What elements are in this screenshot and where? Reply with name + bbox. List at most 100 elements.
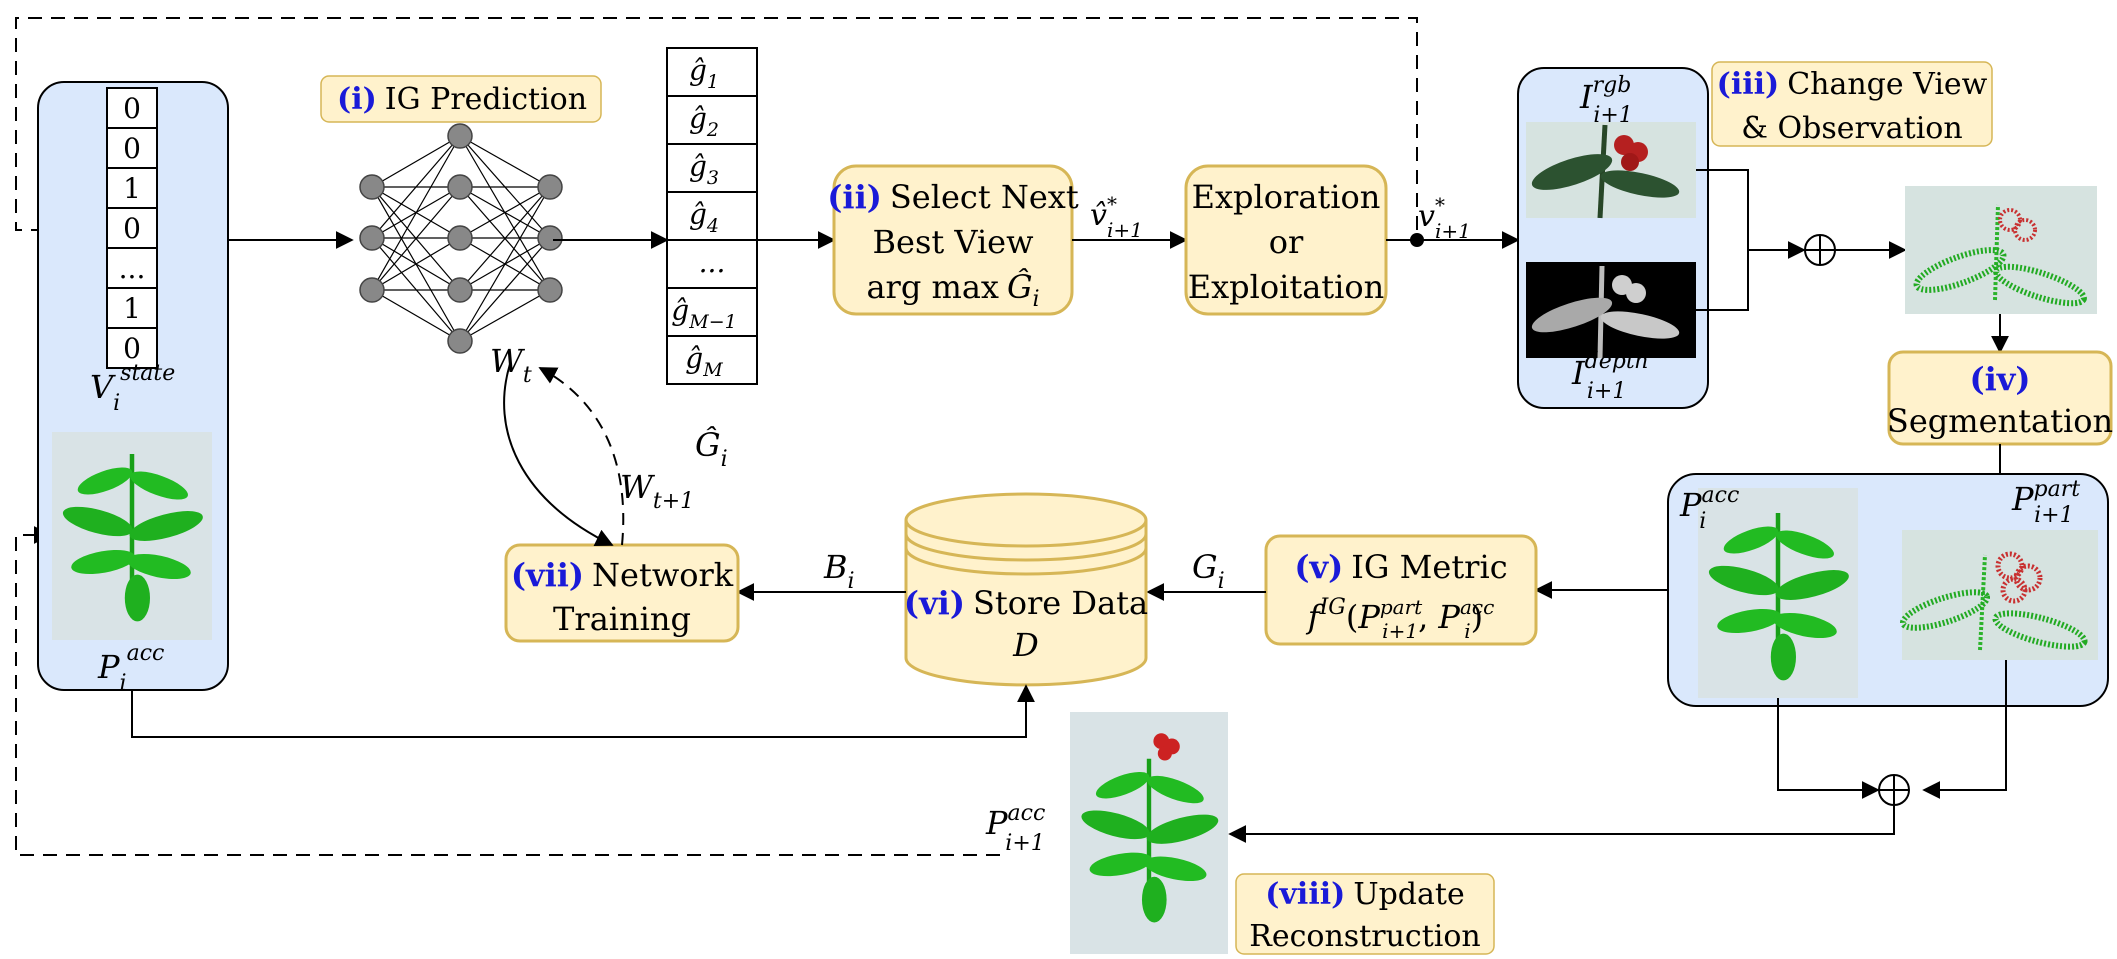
depth-image bbox=[1526, 262, 1696, 358]
nn-node bbox=[359, 277, 385, 303]
sum-node-2 bbox=[1878, 774, 1910, 806]
v-label: v*i+1 bbox=[1418, 193, 1471, 243]
step-ii-argmax: arg max bbox=[866, 268, 999, 306]
arrow-sum2-to-recon bbox=[1228, 805, 1895, 843]
step-vi-line2: D bbox=[1012, 626, 1039, 664]
state-cell bbox=[106, 87, 158, 129]
g-label: Gi bbox=[1192, 548, 1225, 594]
depth-plant bbox=[1531, 265, 1680, 359]
state-cell bbox=[106, 327, 158, 369]
step-ii-number: (ii) bbox=[827, 178, 882, 216]
state-cell-value: 1 bbox=[123, 172, 141, 205]
gain-cell-value: ... bbox=[699, 246, 726, 279]
nn-edge bbox=[459, 186, 551, 239]
step-iv-line2: Segmentation bbox=[1887, 402, 2113, 440]
pacc-left-label: Piacc bbox=[97, 641, 164, 696]
step-ii-line2: Best View bbox=[872, 223, 1033, 261]
nn-edge bbox=[371, 135, 461, 239]
step-iii-line2: & Observation bbox=[1741, 111, 1962, 146]
nn-edge bbox=[459, 289, 551, 342]
ppart-to-sum2 bbox=[1922, 660, 2007, 799]
dashed-feedback-loop-bottom bbox=[15, 526, 1000, 856]
gain-cell bbox=[666, 143, 758, 193]
step-ii-line1: Select Next bbox=[890, 178, 1079, 216]
nn-edge bbox=[371, 135, 461, 188]
step-iv-number: (iv) bbox=[1969, 360, 2030, 398]
state-cell bbox=[106, 127, 158, 169]
step-viii-line1: Update bbox=[1353, 877, 1464, 912]
nn-node bbox=[447, 328, 473, 354]
gain-cell-value: ĝ1 bbox=[689, 54, 719, 93]
svg-text:(viii)Update: (viii)Update bbox=[1265, 877, 1464, 912]
step-vii-line2: Training bbox=[553, 600, 691, 638]
nn-node bbox=[537, 174, 563, 200]
step-vi-number: (vi) bbox=[904, 584, 965, 622]
vstate-label: Vistate bbox=[90, 361, 175, 416]
nn-edge bbox=[371, 289, 461, 342]
svg-text:(i)IG Prediction: (i)IG Prediction bbox=[337, 82, 587, 117]
sum-node-1 bbox=[1804, 234, 1836, 266]
nn-edge bbox=[459, 237, 551, 342]
pointcloud-plant bbox=[1913, 204, 2087, 307]
pacc-to-sum2 bbox=[1777, 698, 1880, 799]
ppart-image bbox=[1902, 530, 2098, 660]
arrow-train-to-wt bbox=[538, 367, 625, 546]
exploration-line1: Exploration bbox=[1192, 178, 1381, 216]
nn-node bbox=[447, 174, 473, 200]
nn-edge bbox=[459, 135, 551, 188]
nn-edge bbox=[371, 237, 461, 291]
step-vii-number: (vii) bbox=[511, 556, 584, 594]
svg-text:(vii)Network: (vii)Network bbox=[511, 556, 734, 594]
branch-dot bbox=[1410, 233, 1424, 247]
step-i-text: IG Prediction bbox=[385, 82, 587, 117]
rgb-plant bbox=[1531, 124, 1680, 219]
gain-cell-value: ĝM−1 bbox=[671, 294, 736, 333]
gain-cell-value: ĝ4 bbox=[689, 198, 719, 237]
depth-to-merge bbox=[1696, 250, 1749, 311]
step-v-box bbox=[1264, 534, 1538, 646]
neural-network-icon bbox=[359, 123, 563, 354]
vhat-label: v̂*i+1 bbox=[1090, 192, 1143, 242]
gain-cell-value: ĝ2 bbox=[689, 102, 719, 141]
b-label: Bi bbox=[823, 548, 855, 594]
state-cell-value: 0 bbox=[123, 132, 141, 165]
arrow-pacc-to-store bbox=[131, 684, 1035, 738]
svg-text:(vi)Store Data: (vi)Store Data bbox=[904, 584, 1148, 622]
nn-node bbox=[537, 225, 563, 251]
step-i-box bbox=[320, 75, 602, 123]
pointcloud-image bbox=[1905, 186, 2097, 314]
gain-cell bbox=[666, 335, 758, 385]
gain-cell-value: ĝM bbox=[685, 342, 723, 381]
state-cell-value: ... bbox=[119, 252, 146, 285]
svg-text:(ii)Select Next: (ii)Select Next bbox=[827, 178, 1079, 216]
arrow-wt-to-train bbox=[503, 363, 614, 546]
gain-cell bbox=[666, 239, 758, 289]
svg-text:(iii)Change View: (iii)Change View bbox=[1717, 67, 1988, 102]
nn-edge bbox=[459, 186, 551, 342]
nn-node bbox=[537, 277, 563, 303]
step-iii-number: (iii) bbox=[1717, 67, 1780, 102]
nn-node bbox=[359, 225, 385, 251]
step-v-line1: IG Metric bbox=[1351, 548, 1507, 586]
nn-edge bbox=[371, 135, 461, 291]
step-iii-line1: Change View bbox=[1787, 67, 1987, 102]
step-iii-box bbox=[1711, 61, 1993, 147]
step-viii-number: (viii) bbox=[1265, 877, 1345, 912]
step-vii-line1: Network bbox=[592, 556, 734, 594]
nn-node bbox=[447, 277, 473, 303]
step-i-number: (i) bbox=[337, 82, 377, 117]
state-cell-value: 0 bbox=[123, 92, 141, 125]
database-cylinder bbox=[904, 492, 1148, 687]
gain-cell bbox=[666, 191, 758, 241]
svg-text:(v)IG Metric: (v)IG Metric bbox=[1294, 548, 1507, 586]
ghat-label: Ĝi bbox=[695, 426, 728, 472]
step-vi-line1: Store Data bbox=[973, 584, 1148, 622]
